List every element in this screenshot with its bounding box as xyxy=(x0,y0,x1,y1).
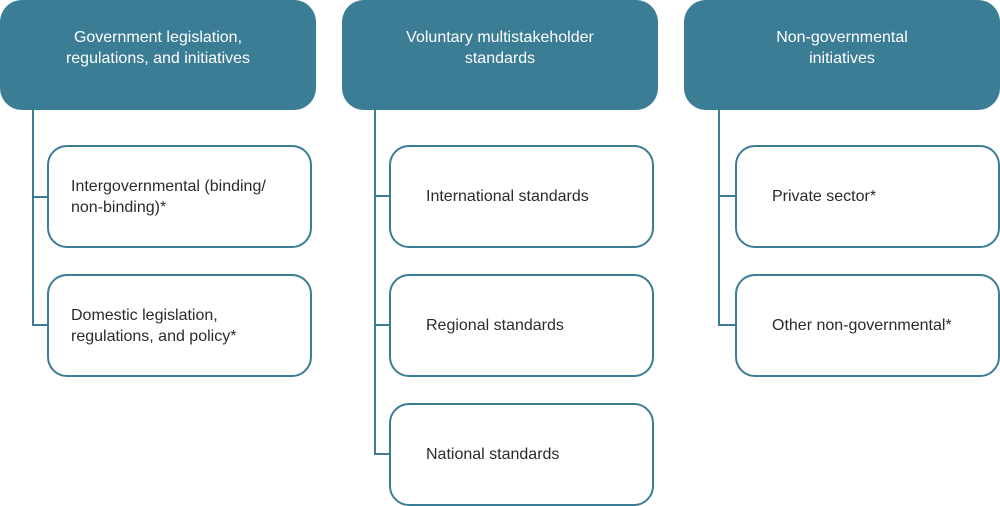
column-header-label: Non-governmental initiatives xyxy=(776,29,908,67)
connector-branch xyxy=(32,196,48,198)
connector-branch xyxy=(718,195,736,197)
connector-branch xyxy=(374,453,390,455)
connector-branch xyxy=(718,324,736,326)
item-label: International standards xyxy=(426,188,589,205)
column-header: Non-governmental initiatives xyxy=(684,0,1000,110)
connector-line xyxy=(718,110,720,325)
connector-branch xyxy=(32,324,48,326)
column-government: Government legislation, regulations, and… xyxy=(0,0,318,506)
item-label: Other non-governmental* xyxy=(772,317,952,334)
item-box: Regional standards xyxy=(389,274,654,377)
connector-branch xyxy=(374,195,390,197)
column-voluntary-standards: Voluntary multistakeholder standards Int… xyxy=(342,0,660,506)
item-box: Private sector* xyxy=(735,145,1000,248)
item-label: Domestic legislation, regulations, and p… xyxy=(71,306,237,345)
column-header-label: Government legislation, regulations, and… xyxy=(65,29,251,67)
item-label: National standards xyxy=(426,446,560,463)
item-label: Intergovernmental (binding/ non-binding)… xyxy=(71,177,266,216)
column-non-governmental: Non-governmental initiatives Private sec… xyxy=(684,0,1000,506)
item-box: National standards xyxy=(389,403,654,506)
item-label: Regional standards xyxy=(426,317,564,334)
connector-branch xyxy=(374,324,390,326)
column-header: Voluntary multistakeholder standards xyxy=(342,0,658,110)
connector-line xyxy=(32,110,34,325)
item-label: Private sector* xyxy=(772,188,877,205)
connector-line xyxy=(374,110,376,455)
column-header: Government legislation, regulations, and… xyxy=(0,0,316,110)
item-box: International standards xyxy=(389,145,654,248)
item-box: Other non-governmental* xyxy=(735,274,1000,377)
column-header-label: Voluntary multistakeholder standards xyxy=(406,29,594,67)
item-box: Intergovernmental (binding/ non-binding)… xyxy=(47,145,312,248)
item-box: Domestic legislation, regulations, and p… xyxy=(47,274,312,377)
